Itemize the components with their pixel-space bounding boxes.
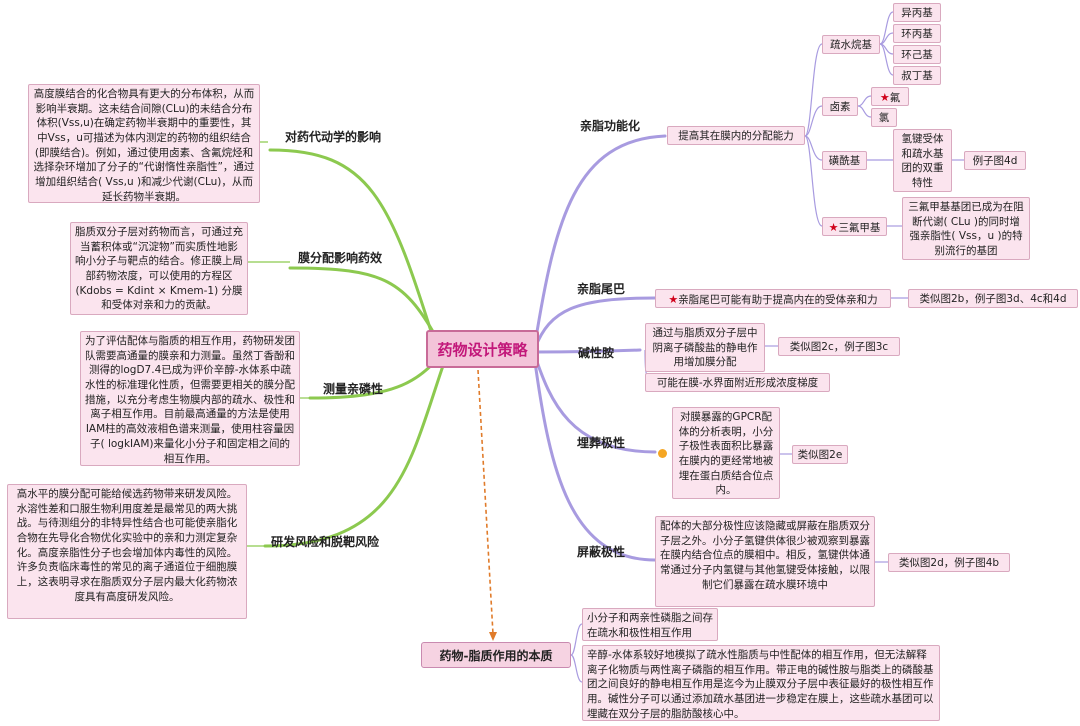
branch-pk	[268, 148, 437, 346]
warning-icon	[658, 449, 667, 458]
star-icon: ★	[668, 293, 679, 306]
topic-measure-label[interactable]: 测量亲磷性	[323, 382, 384, 396]
node-essence-1[interactable]: 小分子和两亲性磷脂之间存在疏水和极性相互作用	[582, 608, 718, 641]
node-tertbutyl[interactable]: 叔丁基	[893, 66, 941, 85]
topic-risk-detail[interactable]: 高水平的膜分配可能给候选药物带来研发风险。水溶性差和口服生物利用度差是最常见的两…	[7, 484, 247, 619]
branch-partition	[288, 266, 442, 346]
node-sulfonyl[interactable]: 磺酰基	[822, 151, 867, 170]
node-sulfonyl-desc[interactable]: 氢键受体和疏水基团的双重特性	[893, 129, 952, 192]
topic-partition-label[interactable]: 膜分配影响药效	[298, 251, 383, 265]
central-topic[interactable]: 药物设计策略	[426, 330, 539, 368]
node-cyclohexyl[interactable]: 环己基	[893, 45, 941, 64]
topic-func-desc[interactable]: 提高其在膜内的分配能力	[667, 126, 805, 145]
node-fluorine[interactable]: ★氟	[871, 87, 909, 106]
node-cf3[interactable]: ★三氟甲基	[822, 217, 887, 236]
node-cyclopropyl[interactable]: 环丙基	[893, 24, 941, 43]
topic-essence[interactable]: 药物-脂质作用的本质	[421, 642, 571, 668]
node-shield-desc[interactable]: 配体的大部分极性应该隐藏或屏蔽在脂质双分子层之外。小分子氢键供体很少被观察到暴露…	[655, 516, 875, 607]
topic-pk-label[interactable]: 对药代动学的影响	[285, 130, 382, 144]
node-isopropyl[interactable]: 异丙基	[893, 3, 941, 22]
node-chlorine[interactable]: 氯	[871, 108, 897, 127]
branch-tail	[533, 296, 657, 350]
topic-measure-detail[interactable]: 为了评估配体与脂质的相互作用，药物研发团队需要高通量的膜亲和力测量。虽然丁香酚和…	[80, 331, 300, 466]
branch-risk	[263, 358, 447, 548]
node-tail-example[interactable]: 类似图2b，例子图3d、4c和4d	[908, 289, 1078, 308]
node-halogen[interactable]: 卤素	[822, 97, 858, 116]
topic-partition-detail[interactable]: 脂质双分子层对药物而言，可通过充当蓄积体或“沉淀物”而实质性地影响小分子与靶点的…	[70, 222, 248, 315]
branch-basic	[533, 348, 642, 354]
topic-tail-label[interactable]: 亲脂尾巴	[577, 282, 626, 296]
center-to-essence-arrow	[477, 369, 497, 641]
node-basic-example[interactable]: 类似图2c，例子图3c	[778, 337, 900, 356]
node-buried-example[interactable]: 类似图2e	[792, 445, 848, 464]
node-cf3-label: 三氟甲基	[838, 222, 881, 234]
node-buried-desc[interactable]: 对膜暴露的GPCR配体的分析表明，小分子极性表面积比暴露在膜内的更经常地被埋在蛋…	[672, 407, 780, 499]
node-essence-2[interactable]: 辛醇-水体系较好地模拟了疏水性脂质与中性配体的相互作用，但无法解释离子化物质与两…	[582, 645, 940, 721]
topic-pk-detail[interactable]: 高度膜结合的化合物具有更大的分布体积，从而影响半衰期。这未结合间隙(CLu)的未…	[28, 84, 260, 203]
node-fluorine-label: 氟	[889, 92, 901, 104]
node-basic-desc[interactable]: 通过与脂质双分子层中阴离子磷酸盐的静电作用增加膜分配	[645, 323, 765, 372]
star-icon: ★	[828, 221, 839, 234]
topic-shield-label[interactable]: 屏蔽极性	[577, 545, 626, 559]
star-icon: ★	[879, 91, 890, 104]
node-tail-desc-text: 亲脂尾巴可能有助于提高内在的受体亲和力	[678, 294, 878, 306]
node-cf3-desc[interactable]: 三氟甲基基团已成为在阻断代谢( CLu )的同时增强亲脂性( Vss，u )的特…	[902, 197, 1030, 260]
topic-risk-label[interactable]: 研发风险和脱靶风险	[271, 535, 380, 549]
branch-buried	[533, 354, 657, 454]
topic-buried-label[interactable]: 埋葬极性	[577, 436, 626, 450]
node-alkyl[interactable]: 疏水烷基	[822, 35, 880, 54]
node-tail-desc[interactable]: ★亲脂尾巴可能有助于提高内在的受体亲和力	[655, 289, 891, 308]
topic-func-label[interactable]: 亲脂功能化	[580, 119, 641, 133]
branch-func	[533, 134, 667, 346]
branch-shield	[533, 360, 657, 562]
node-shield-example[interactable]: 类似图2d，例子图4b	[888, 553, 1010, 572]
node-basic-desc2[interactable]: 可能在膜-水界面附近形成浓度梯度	[645, 373, 830, 392]
node-sulfonyl-example[interactable]: 例子图4d	[964, 151, 1026, 170]
topic-basic-label[interactable]: 碱性胺	[578, 346, 615, 360]
